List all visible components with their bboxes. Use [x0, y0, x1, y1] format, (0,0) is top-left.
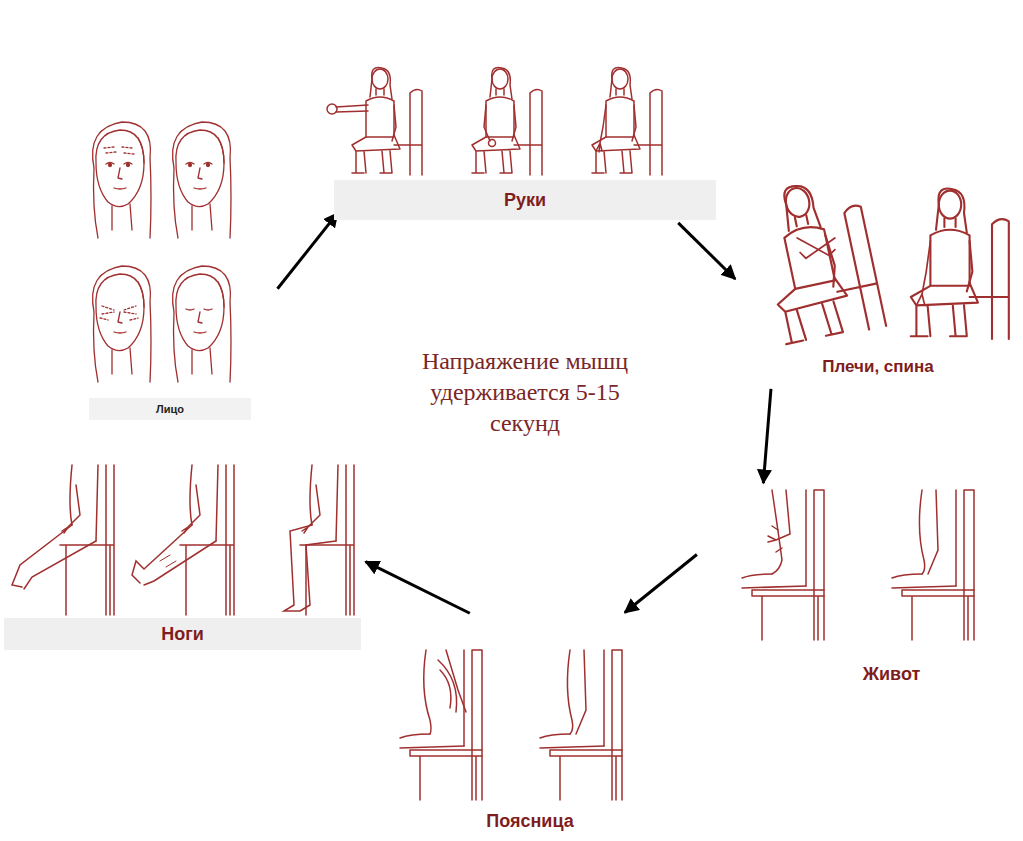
- exercise-panel: Ноги: [5, 460, 362, 652]
- face-figures: [93, 122, 231, 382]
- exercise-panel: Плечи, спина: [738, 170, 1023, 385]
- exercise-panel: Поясница: [395, 615, 677, 837]
- legs-figures: [12, 465, 354, 615]
- arms-figures: [327, 67, 662, 175]
- panel-label: Плечи, спина: [732, 350, 1023, 384]
- flow-arrow: [763, 389, 771, 483]
- exercise-panel: Живот: [700, 487, 1003, 692]
- belly-figures: [742, 490, 974, 640]
- panel-label: Руки: [334, 180, 716, 220]
- exercise-panel: Лицо: [70, 110, 275, 422]
- panel-label: Живот: [774, 657, 1009, 691]
- flow-arrow: [366, 562, 470, 614]
- exercise-panel: Руки: [340, 60, 722, 220]
- panel-label: Поясница: [389, 807, 671, 835]
- shoulders-figures: [754, 173, 1008, 347]
- panel-label: Ноги: [4, 618, 361, 650]
- lower-back-figures: [400, 650, 622, 800]
- flow-arrow: [625, 554, 697, 612]
- flow-arrow: [678, 223, 735, 279]
- panel-label: Лицо: [89, 398, 251, 420]
- flow-arrow: [277, 213, 337, 289]
- center-note: Напраяжение мышц удерживается 5-15 секун…: [405, 346, 645, 439]
